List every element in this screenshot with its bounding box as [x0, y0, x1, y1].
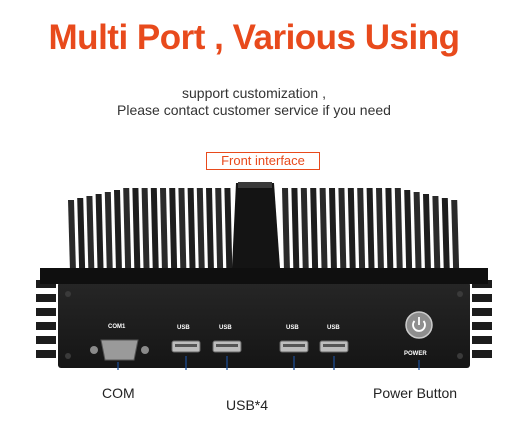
- power-label: POWER: [404, 351, 427, 357]
- heatsink-fin: [206, 188, 214, 272]
- heatsink-fin: [77, 198, 86, 272]
- heatsink-fin: [178, 188, 187, 272]
- heatsink-fin: [95, 194, 104, 272]
- callout-power-button: Power Button: [373, 385, 458, 401]
- subtitle-line-1: support customization ,: [182, 85, 326, 101]
- heatsink-fin: [385, 188, 394, 272]
- heatsink-fin: [291, 188, 300, 272]
- heatsink-fins: [68, 188, 460, 272]
- page-headline: Multi Port , Various Using: [48, 18, 460, 57]
- side-fin: [36, 294, 56, 302]
- heatsink-fin: [432, 196, 441, 272]
- heatsink-fin: [413, 192, 422, 272]
- heatsink-fin: [141, 188, 150, 272]
- front-panel-bevel: [40, 268, 488, 284]
- heatsink-fin: [451, 200, 460, 272]
- front-interface-label: Front interface: [206, 152, 320, 170]
- usb-label-1: USB: [177, 325, 190, 331]
- screw: [457, 353, 463, 359]
- subtitle-line-2: Please contact customer service if you n…: [117, 102, 391, 118]
- mini-pc-illustration: COM1 USB USB USB USB POWER: [36, 182, 492, 370]
- heatsink-fin: [300, 188, 309, 272]
- callout-lines: [117, 356, 420, 370]
- screw: [65, 291, 71, 297]
- center-ridge-top: [238, 182, 272, 188]
- com-screw-right: [141, 346, 149, 354]
- heatsink-fin: [224, 188, 233, 272]
- heatsink-fin: [187, 188, 196, 272]
- side-fin: [472, 294, 492, 302]
- heatsink-fin: [150, 188, 159, 272]
- heatsink-fin: [376, 188, 384, 272]
- side-fin: [36, 336, 56, 344]
- heatsink-fin: [319, 188, 328, 272]
- side-fin: [472, 322, 492, 330]
- callout-usb: USB*4: [226, 397, 269, 413]
- usb-label-3: USB: [286, 325, 299, 331]
- front-panel: [58, 282, 470, 368]
- side-fin: [472, 336, 492, 344]
- screw: [65, 353, 71, 359]
- side-fin: [36, 308, 56, 316]
- power-icon: [412, 317, 426, 332]
- heatsink-fin: [215, 188, 224, 272]
- com-port: [100, 339, 139, 361]
- usb-label-4: USB: [327, 325, 340, 331]
- heatsink-fin: [196, 188, 205, 272]
- side-fin: [472, 350, 492, 358]
- heatsink-fin: [394, 188, 403, 272]
- side-fin: [472, 308, 492, 316]
- heatsink-fin: [423, 194, 431, 272]
- heatsink-fin: [114, 190, 122, 272]
- heatsink-fin: [86, 196, 95, 272]
- heatsink-fin: [310, 188, 319, 272]
- screw: [457, 291, 463, 297]
- heatsink-fin: [347, 188, 356, 272]
- heatsink-fin: [169, 188, 178, 272]
- heatsink-fin: [123, 188, 132, 272]
- heatsink-fin: [329, 188, 337, 272]
- com1-label: COM1: [108, 324, 126, 330]
- side-fin: [36, 322, 56, 330]
- heatsink-fin: [404, 190, 413, 272]
- heatsink-fin: [104, 192, 113, 272]
- com-screw-left: [90, 346, 98, 354]
- side-fin: [36, 350, 56, 358]
- center-ridge: [232, 183, 280, 268]
- usb-label-2: USB: [219, 325, 232, 331]
- heatsink-fin: [160, 188, 168, 272]
- heatsink-fin: [282, 188, 290, 272]
- heatsink-fin: [366, 188, 375, 272]
- callout-com: COM: [102, 385, 135, 401]
- heatsink-fin: [338, 188, 347, 272]
- heatsink-fin: [441, 198, 450, 272]
- heatsink-fin: [68, 200, 76, 272]
- heatsink-fin: [357, 188, 366, 272]
- heatsink-fin: [132, 188, 141, 272]
